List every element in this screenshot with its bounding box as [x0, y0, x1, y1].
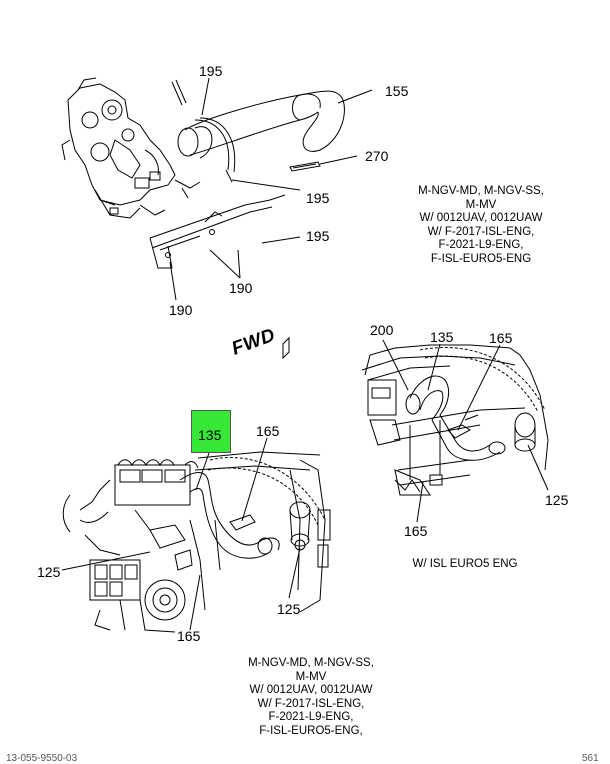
callout-125-left[interactable]: 125: [37, 564, 61, 580]
callout-165-inset[interactable]: 165: [489, 330, 513, 346]
callout-135-inset[interactable]: 135: [430, 329, 454, 345]
note-line: W/ 0012UAV, 0012UAW: [419, 212, 543, 224]
note-line: W/ F-2017-ISL-ENG,: [257, 697, 365, 710]
drawing-number: 13-055-9550-03: [6, 753, 78, 764]
note-line: M-NGV-MD, M-NGV-SS,: [248, 657, 374, 669]
note-line: F-ISL-EURO5-ENG,: [259, 724, 363, 737]
callout-195-clamp[interactable]: 195: [306, 190, 330, 206]
page-number: 561: [582, 753, 599, 764]
right-inset: [361, 339, 549, 523]
top-assembly: [61, 77, 373, 301]
callout-190-bracket[interactable]: 190: [229, 280, 253, 296]
highlighted-callout-135[interactable]: 135: [191, 410, 231, 453]
callout-195-top-clamp[interactable]: 195: [199, 63, 223, 79]
callout-195-bracket[interactable]: 195: [306, 228, 330, 244]
callout-125-bottom[interactable]: 125: [277, 601, 301, 617]
note-top: M-NGV-MD, M-NGV-SS, M-MV W/ 0012UAV, 001…: [406, 185, 556, 266]
note-line: M-MV: [295, 670, 327, 683]
callout-155[interactable]: 155: [385, 83, 409, 99]
note-line: W/ 0012UAV, 0012UAW: [249, 684, 373, 696]
note-line: F-ISL-EURO5-ENG: [430, 252, 532, 265]
callout-165-bottom[interactable]: 165: [256, 423, 280, 439]
note-bottom: M-NGV-MD, M-NGV-SS, M-MV W/ 0012UAV, 001…: [236, 657, 386, 738]
callout-135-highlighted: 135: [198, 427, 222, 443]
callout-165-lower[interactable]: 165: [177, 628, 201, 644]
note-line: F-2021-L9-ENG,: [268, 711, 354, 723]
bottom-assembly: [61, 437, 331, 633]
callout-190[interactable]: 190: [169, 302, 193, 318]
fwd-arrow-icon: [282, 336, 290, 360]
note-line: W/ F-2017-ISL-ENG,: [427, 225, 535, 238]
note-right: W/ ISL EURO5 ENG: [412, 558, 518, 570]
note-line: M-NGV-MD, M-NGV-SS,: [418, 185, 544, 197]
callout-270[interactable]: 270: [365, 148, 389, 164]
note-line: M-MV: [465, 198, 497, 211]
note-line: F-2021-L9-ENG,: [438, 239, 524, 251]
callout-125-inset[interactable]: 125: [545, 492, 569, 508]
callout-200[interactable]: 200: [370, 322, 394, 338]
callout-165-inset-lower[interactable]: 165: [404, 523, 428, 539]
